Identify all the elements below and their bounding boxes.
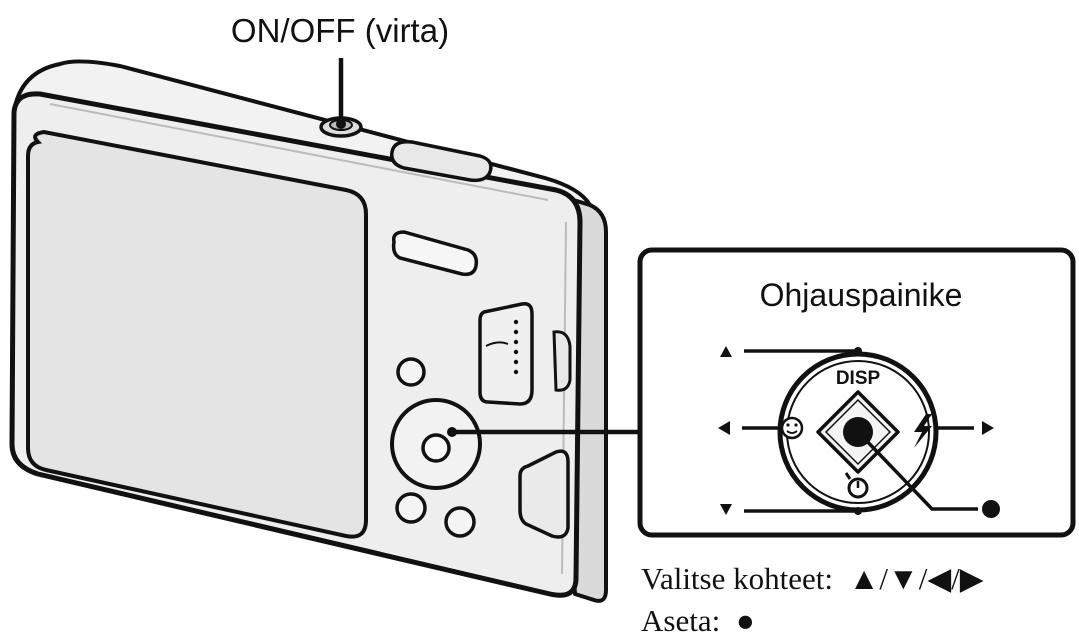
- wheel-leader-dot: [447, 427, 457, 437]
- triangle-down-icon: [720, 504, 732, 515]
- control-wheel-center: [421, 433, 451, 463]
- select-instruction: Valitse kohteet: ▲/▼/◀/▶: [641, 561, 984, 596]
- disp-label: DISP: [836, 368, 881, 389]
- delete-button: [444, 506, 476, 538]
- playback-button: [396, 357, 426, 387]
- battery-door: [518, 449, 570, 539]
- set-prefix: Aseta:: [641, 603, 720, 638]
- shutter-button: [390, 139, 493, 183]
- triangle-up-icon: [720, 346, 732, 357]
- power-label: ON/OFF (virta): [231, 12, 449, 49]
- leader-up-dot: [854, 347, 862, 355]
- triangle-right-icon: [982, 421, 994, 435]
- set-symbol: ●: [736, 603, 755, 638]
- zoom-lever: [478, 301, 534, 406]
- mode-slot: [391, 230, 479, 277]
- power-leader-dot: [336, 119, 346, 129]
- control-button-panel: Ohjauspainike DISP: [637, 247, 1076, 538]
- menu-button: [395, 492, 427, 524]
- zoom-lever-dots: [513, 319, 519, 375]
- flash-bolt-icon: [914, 414, 932, 448]
- triangle-left-icon: [718, 421, 730, 435]
- set-instruction: Aseta: ●: [641, 603, 755, 638]
- self-timer-icon: [844, 472, 869, 499]
- zoom-lever-mark: [485, 341, 509, 347]
- lcd-screen: [26, 129, 368, 539]
- smile-face-icon: [780, 416, 804, 440]
- body-highlight-top: [49, 103, 549, 201]
- strap-lug: [552, 330, 572, 392]
- control-title: Ohjauspainike: [760, 277, 963, 313]
- camera-illustration: [9, 59, 608, 603]
- select-prefix: Valitse kohteet:: [641, 561, 833, 596]
- leader-center: [860, 434, 978, 511]
- leader-down-dot: [854, 507, 862, 515]
- dial-pad-inner-edge: [824, 398, 892, 466]
- select-symbols: ▲/▼/◀/▶: [849, 561, 984, 596]
- filled-circle-icon: [982, 500, 1000, 518]
